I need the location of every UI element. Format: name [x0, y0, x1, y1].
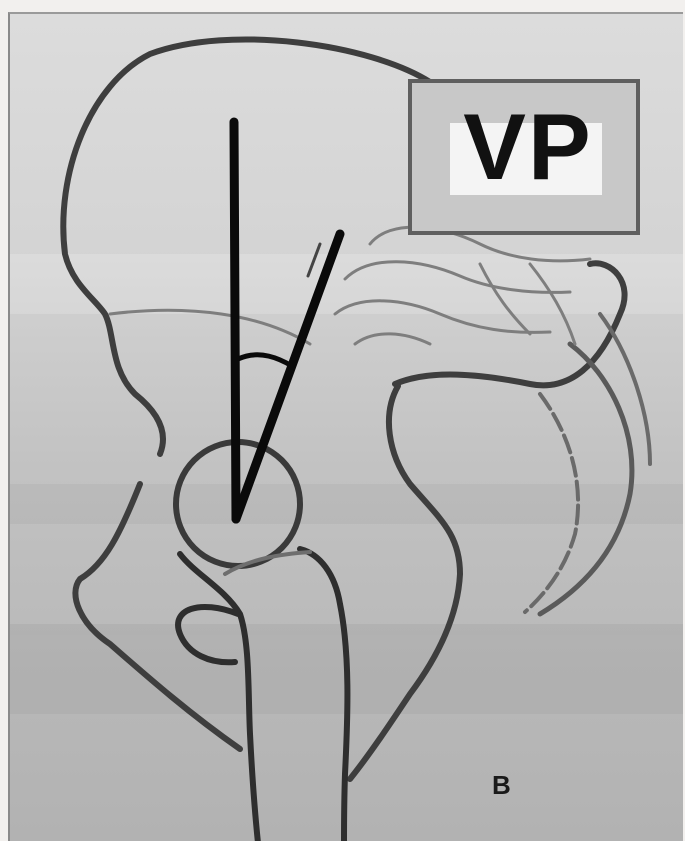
iliac-wing-outline [63, 39, 430, 454]
panel-letter: B [492, 770, 511, 801]
angle-arc [238, 355, 292, 366]
vertical-reference-line [234, 122, 236, 519]
radiograph-tracing-figure: VP B [8, 12, 683, 841]
view-label-box: VP [408, 79, 640, 235]
view-label: VP [412, 97, 644, 197]
ischial-loop [350, 386, 460, 779]
acetabulum-arc [110, 310, 310, 344]
